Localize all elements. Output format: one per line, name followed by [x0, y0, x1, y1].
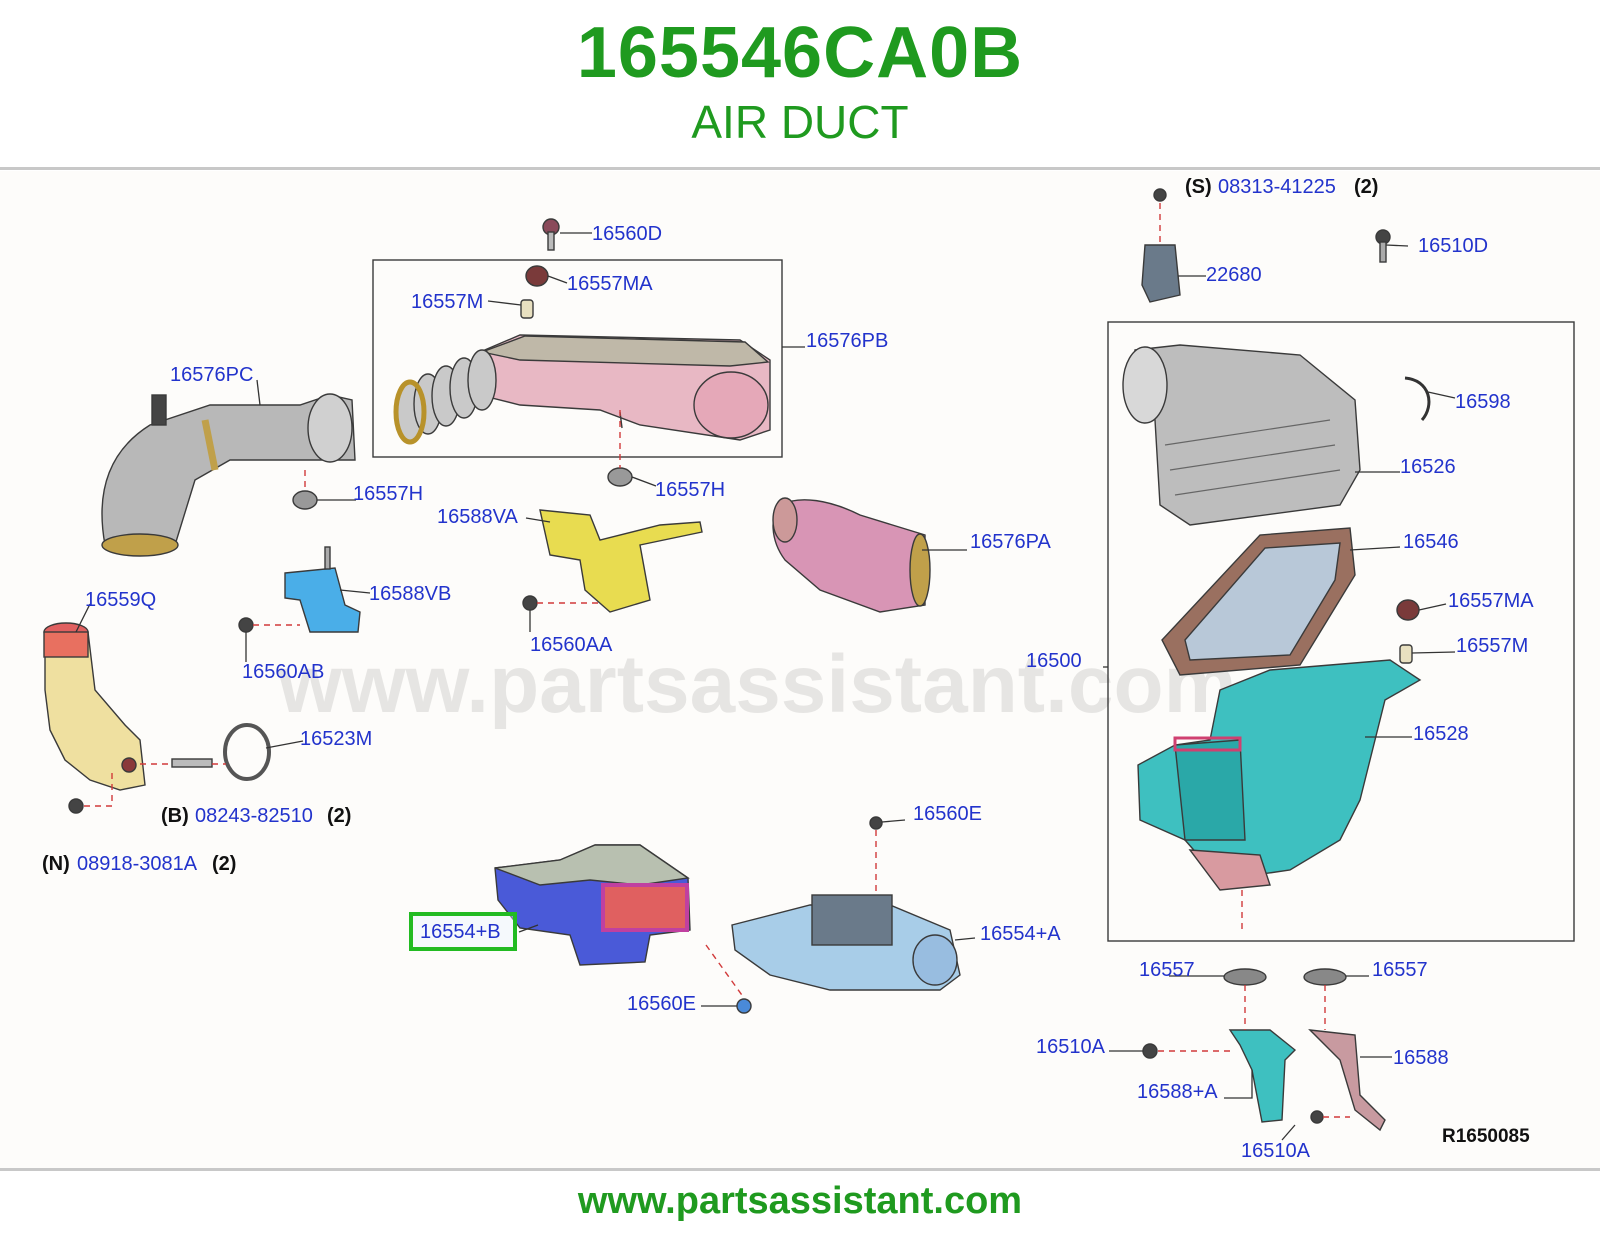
part-16557MA-grommet-right[interactable]: [1396, 599, 1420, 621]
callout-16598[interactable]: 16598: [1455, 391, 1511, 413]
part-16588-bracket[interactable]: [1308, 1029, 1386, 1132]
part-16576PA-hose[interactable]: [772, 497, 931, 613]
part-16510A-bolt-top[interactable]: [1142, 1043, 1158, 1059]
callout-16557M-right[interactable]: 16557M: [1456, 635, 1528, 657]
callout-16557MA-top[interactable]: 16557MA: [567, 273, 653, 295]
callout-08313-41225[interactable]: 08313-41225: [1218, 176, 1336, 198]
part-16510D-bolt[interactable]: [1375, 229, 1391, 263]
callout-16560E-bottom[interactable]: 16560E: [627, 993, 696, 1015]
part-16557MA-grommet-top[interactable]: [525, 265, 549, 287]
callout-16560AB[interactable]: 16560AB: [242, 661, 324, 683]
part-16560AA-bolt[interactable]: [522, 595, 538, 611]
callout-16557-right[interactable]: 16557: [1372, 959, 1428, 981]
part-16510A-bolt-bottom[interactable]: [1310, 1110, 1324, 1124]
part-08918-nut[interactable]: [68, 798, 84, 814]
callout-16557M-top[interactable]: 16557M: [411, 291, 483, 313]
air-cleaner-group-box: [1107, 321, 1575, 942]
part-08243-stud[interactable]: [171, 758, 213, 768]
part-16576PC-elbow-duct[interactable]: [101, 393, 356, 557]
part-08313-screw[interactable]: [1153, 188, 1167, 202]
callout-16557-left[interactable]: 16557: [1139, 959, 1195, 981]
callout-16560D[interactable]: 16560D: [592, 223, 662, 245]
callout-16528[interactable]: 16528: [1413, 723, 1469, 745]
resonator-group-box: [372, 259, 783, 458]
part-16559Q-inlet-duct[interactable]: [43, 622, 146, 791]
callout-16588VB[interactable]: 16588VB: [369, 583, 451, 605]
part-16557H-grommet-mid[interactable]: [607, 467, 633, 487]
prefix-B: (B): [161, 805, 189, 827]
callout-16576PB[interactable]: 16576PB: [806, 330, 888, 352]
callout-16500[interactable]: 16500: [1026, 650, 1082, 672]
exploded-parts-diagram: www.partsassistant.com: [42, 176, 1575, 1162]
callout-16576PA[interactable]: 16576PA: [970, 531, 1051, 553]
callout-16526[interactable]: 16526: [1400, 456, 1456, 478]
callout-08918-3081A[interactable]: 08918-3081A: [77, 853, 198, 875]
callout-16588A[interactable]: 16588+A: [1137, 1081, 1218, 1103]
part-16557M-collar-top[interactable]: [520, 299, 534, 319]
callout-16557MA-right[interactable]: 16557MA: [1448, 590, 1534, 612]
qty-N: (2): [212, 853, 236, 875]
header-divider: [0, 167, 1600, 170]
part-16576PB-resonator[interactable]: [393, 334, 771, 445]
part-16557-insulator-left[interactable]: [1223, 968, 1267, 986]
callout-16523M[interactable]: 16523M: [300, 728, 372, 750]
callout-16576PC[interactable]: 16576PC: [170, 364, 253, 386]
part-22680-sensor[interactable]: [1141, 244, 1181, 303]
part-16557H-grommet-left[interactable]: [292, 490, 318, 510]
part-16588A-bracket[interactable]: [1228, 1029, 1297, 1123]
diagram-reference-code: R1650085: [1442, 1126, 1530, 1147]
prefix-S: (S): [1185, 176, 1212, 198]
callout-16557H-left[interactable]: 16557H: [353, 483, 423, 505]
callout-16559Q[interactable]: 16559Q: [85, 589, 156, 611]
footer-website-link[interactable]: www.partsassistant.com: [577, 1180, 1023, 1222]
callout-16588VA[interactable]: 16588VA: [437, 506, 518, 528]
part-16528-lower-case[interactable]: [1137, 659, 1422, 891]
part-number-title: 165546CA0B: [576, 13, 1024, 93]
part-16557M-collar-right[interactable]: [1399, 644, 1413, 664]
callout-16560E-top[interactable]: 16560E: [913, 803, 982, 825]
callout-16546[interactable]: 16546: [1403, 531, 1459, 553]
part-16588VA-bracket[interactable]: [539, 509, 703, 613]
part-16554A-lower-duct[interactable]: [731, 894, 961, 991]
qty-S: (2): [1354, 176, 1378, 198]
part-16560E-clip-top[interactable]: [869, 816, 883, 830]
footer-divider: [0, 1168, 1600, 1171]
callout-16554B[interactable]: 16554+B: [420, 921, 501, 943]
prefix-N: (N): [42, 853, 70, 875]
assembly-dashed-lines: [84, 203, 1350, 1118]
callout-16510A-bottom[interactable]: 16510A: [1241, 1140, 1311, 1162]
part-16560E-clip-bottom[interactable]: [736, 998, 752, 1014]
callout-08243-82510[interactable]: 08243-82510: [195, 805, 313, 827]
diagram-panel: www.partsassistant.com: [0, 171, 1600, 1168]
callout-16510D[interactable]: 16510D: [1418, 235, 1488, 257]
part-16526-upper-case[interactable]: [1122, 344, 1361, 526]
part-16557-insulator-right[interactable]: [1303, 968, 1347, 986]
callout-16557H-mid[interactable]: 16557H: [655, 479, 725, 501]
part-16554B-duct-highlighted[interactable]: [494, 844, 691, 966]
part-16560D-bolt[interactable]: [542, 218, 560, 251]
callout-16510A-top[interactable]: 16510A: [1036, 1036, 1106, 1058]
callout-16588[interactable]: 16588: [1393, 1047, 1449, 1069]
part-16598-clip[interactable]: [1404, 376, 1431, 421]
qty-B: (2): [327, 805, 351, 827]
part-16588VB-bracket[interactable]: [284, 546, 361, 633]
watermark-text: www.partsassistant.com: [277, 639, 1237, 730]
part-16546-filter-element[interactable]: [1161, 527, 1356, 676]
leader-lines: [75, 232, 1456, 1141]
page-header: 165546CA0B AIR DUCT: [0, 0, 1600, 168]
callout-16554A[interactable]: 16554+A: [980, 923, 1061, 945]
callout-22680[interactable]: 22680: [1206, 264, 1262, 286]
part-16560AB-bolt[interactable]: [238, 617, 254, 633]
part-16523M-gasket[interactable]: [223, 723, 271, 781]
callout-16560AA[interactable]: 16560AA: [530, 634, 613, 656]
highlight-box-16554B[interactable]: [409, 912, 517, 951]
part-name-subtitle: AIR DUCT: [691, 96, 909, 148]
